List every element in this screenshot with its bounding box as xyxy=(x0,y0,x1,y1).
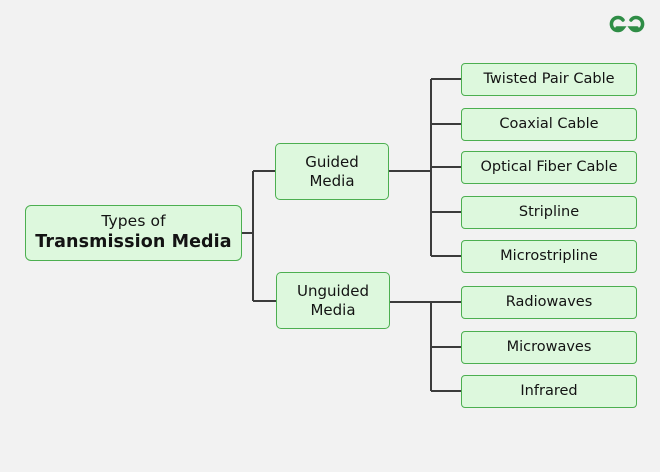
node-optical-fiber-cable[interactable]: Optical Fiber Cable xyxy=(461,151,637,184)
node-microstripline[interactable]: Microstripline xyxy=(461,240,637,273)
node-unguided-media-line2: Media xyxy=(310,300,356,319)
node-guided-media-line2: Media xyxy=(309,171,355,190)
node-radiowaves[interactable]: Radiowaves xyxy=(461,286,637,319)
node-microwaves[interactable]: Microwaves xyxy=(461,331,637,364)
node-stripline[interactable]: Stripline xyxy=(461,196,637,229)
node-root[interactable]: Types of Transmission Media xyxy=(25,205,242,261)
node-infrared[interactable]: Infrared xyxy=(461,375,637,408)
node-guided-media[interactable]: Guided Media xyxy=(275,143,389,200)
node-root-line1: Types of xyxy=(101,212,166,231)
node-unguided-media-line1: Unguided xyxy=(297,282,369,301)
node-root-line2: Transmission Media xyxy=(35,232,232,253)
geeksforgeeks-logo-icon[interactable] xyxy=(608,11,646,37)
node-guided-media-line1: Guided xyxy=(305,153,359,172)
node-twisted-pair-cable[interactable]: Twisted Pair Cable xyxy=(461,63,637,96)
node-unguided-media[interactable]: Unguided Media xyxy=(276,272,390,329)
node-coaxial-cable[interactable]: Coaxial Cable xyxy=(461,108,637,141)
